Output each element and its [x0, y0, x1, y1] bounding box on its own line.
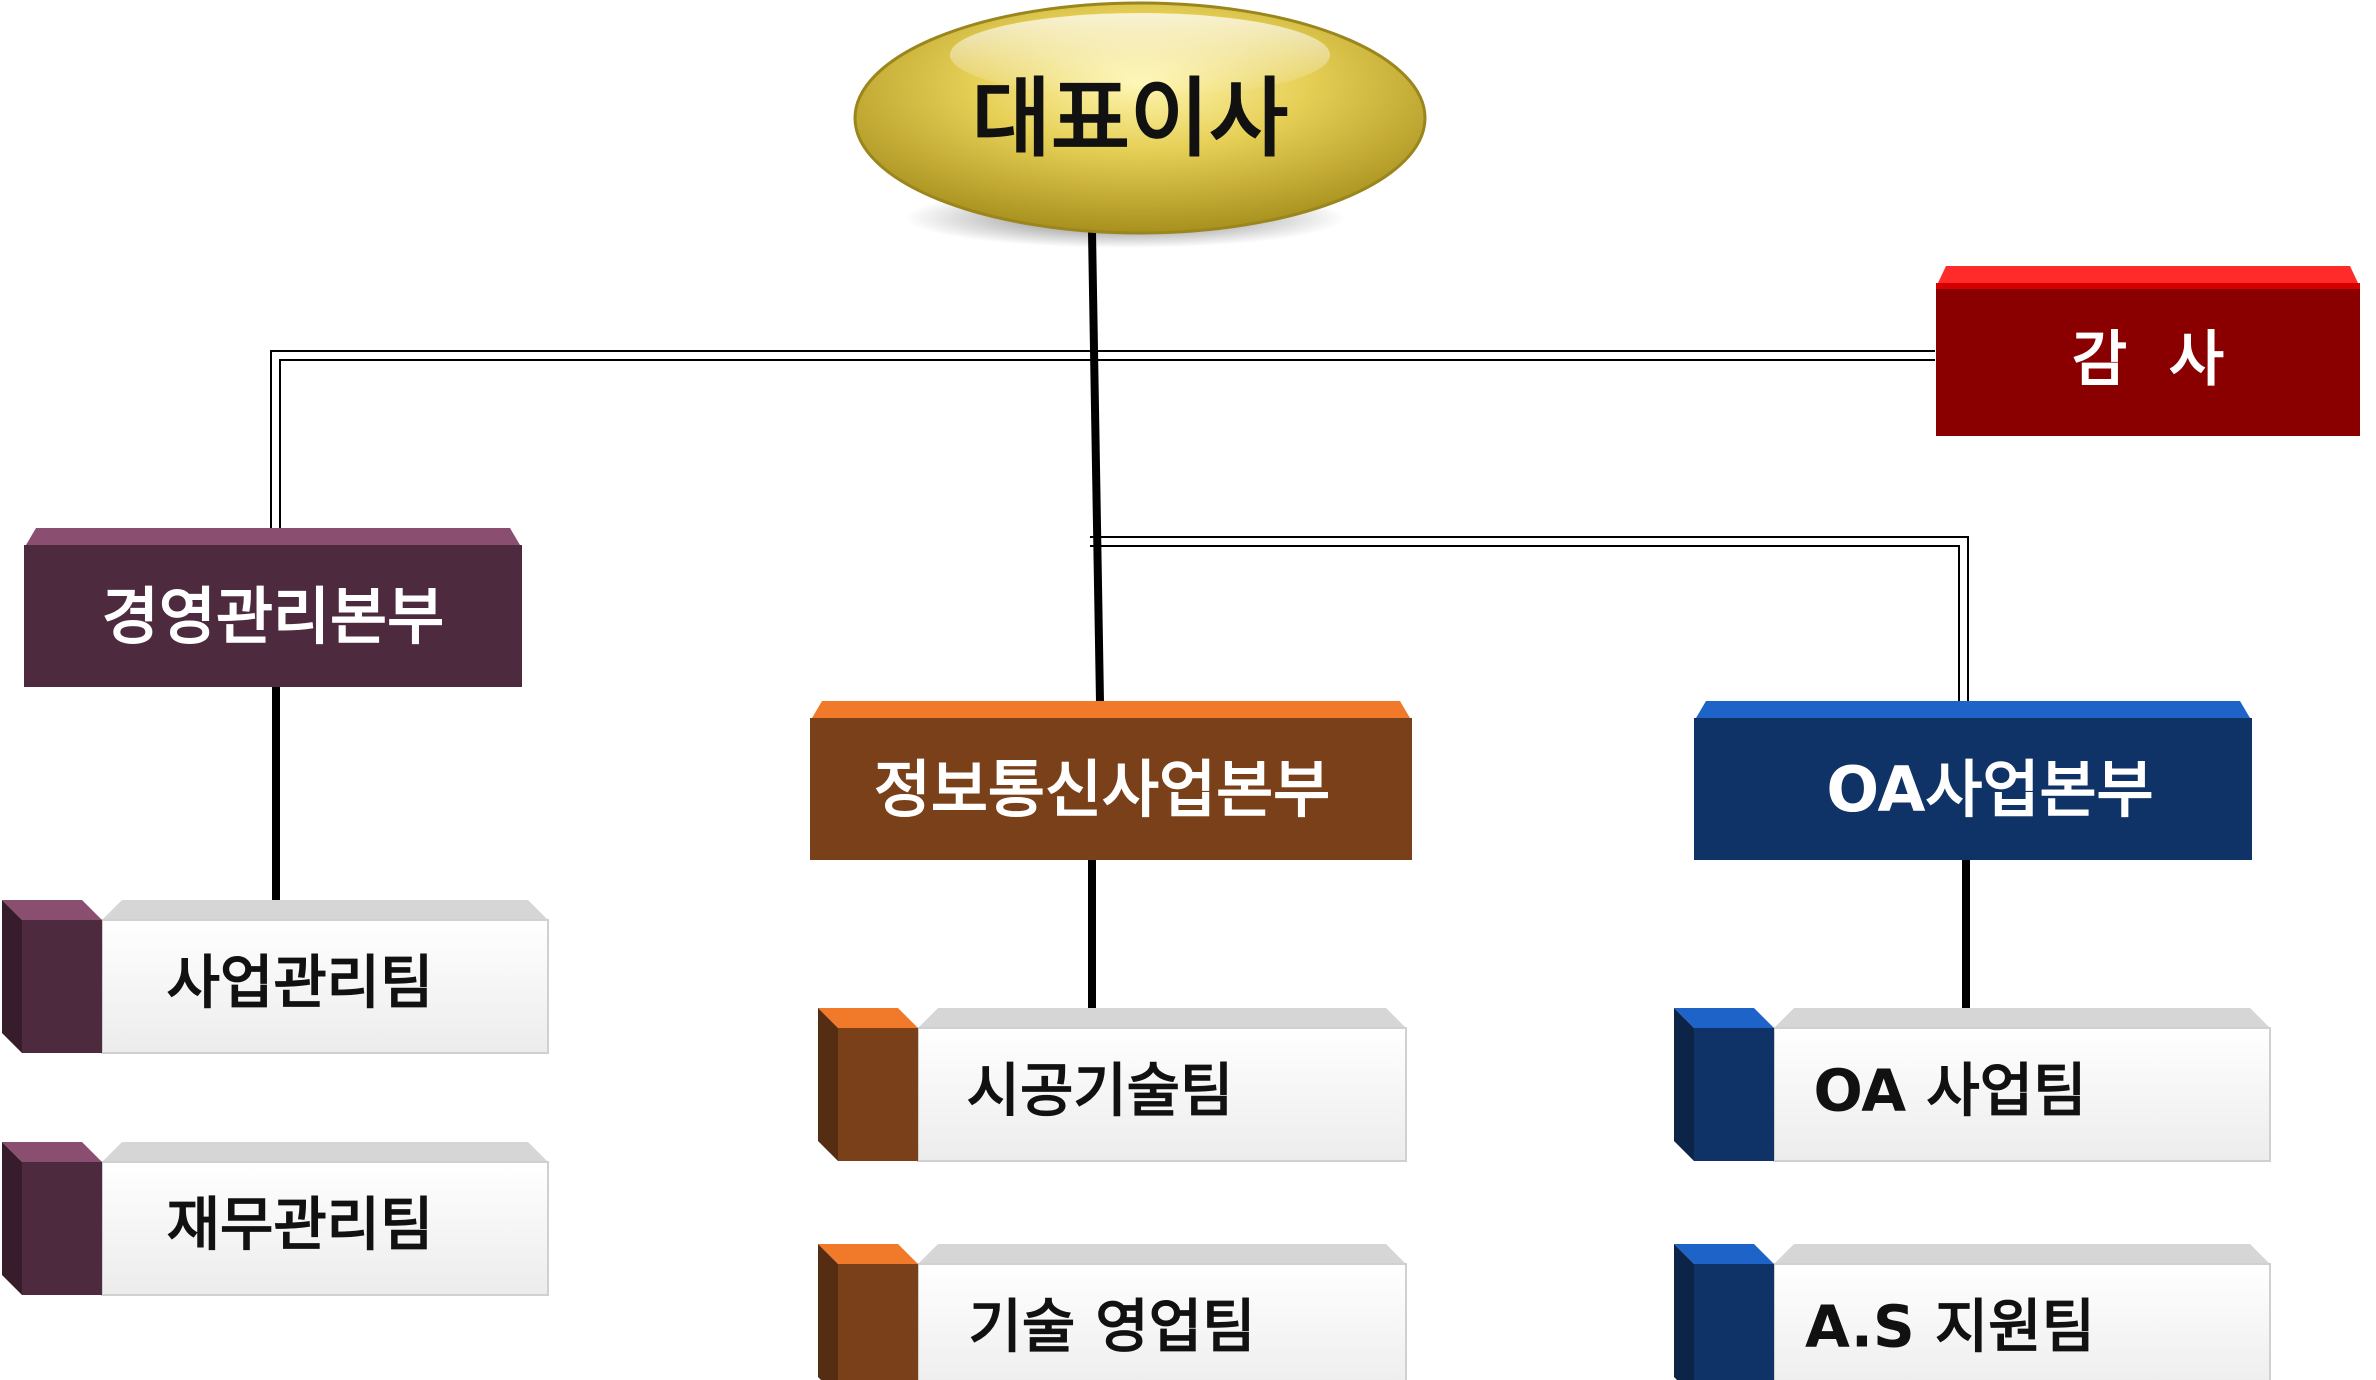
- team-box: [1773, 1263, 2271, 1380]
- team-label: 사업관리팀: [167, 949, 434, 1017]
- audit-box: [1936, 283, 2360, 436]
- team-tab-top: [1674, 1244, 1774, 1264]
- connector-audit-management: [270, 350, 1935, 540]
- team-tab-front: [22, 1162, 102, 1295]
- team-tab-side: [1674, 1008, 1694, 1161]
- team-top-face: [1774, 1008, 2270, 1028]
- team-tab-front: [1694, 1028, 1774, 1161]
- division-oa: OA사업본부: [1694, 701, 2252, 860]
- team-tab-side: [818, 1244, 838, 1380]
- audit-top-line: [1936, 283, 2360, 289]
- team-tab-top: [818, 1244, 918, 1264]
- division-box: [24, 545, 522, 687]
- audit-label: 감 사: [2072, 325, 2224, 395]
- team-box: [917, 1027, 1407, 1162]
- division-box: [1694, 718, 2252, 860]
- team-box: [101, 919, 549, 1054]
- division-bevel: [1696, 701, 2250, 718]
- division-management: 경영관리본부: [24, 528, 522, 687]
- team-node: 재무관리팀: [2, 1142, 549, 1296]
- team-tab-top: [818, 1008, 918, 1028]
- ceo-node: 대표이사: [853, 1, 1427, 248]
- connector-ceo-oa: [1090, 536, 1969, 702]
- team-top-face: [1774, 1244, 2270, 1264]
- ceo-label: 대표이사: [972, 69, 1288, 169]
- team-top-face: [102, 1142, 548, 1162]
- division-bevel: [812, 701, 1410, 718]
- audit-bevel: [1938, 266, 2358, 283]
- team-box: [917, 1263, 1407, 1380]
- team-tab-side: [818, 1008, 838, 1161]
- team-tab-front: [838, 1028, 918, 1161]
- team-tab-front: [22, 920, 102, 1053]
- team-node: 사업관리팀: [2, 900, 549, 1054]
- team-label: OA 사업팀: [1814, 1057, 2087, 1125]
- team-label: 재무관리팀: [167, 1191, 434, 1259]
- team-label: 기술 영업팀: [969, 1293, 1256, 1361]
- team-top-face: [918, 1244, 1406, 1264]
- team-tab-top: [2, 900, 102, 920]
- team-top-face: [102, 900, 548, 920]
- team-label: 시공기술팀: [967, 1057, 1234, 1125]
- team-box: [1773, 1027, 2271, 1162]
- team-tab-side: [2, 1142, 22, 1295]
- team-label: A.S 지원팀: [1805, 1293, 2095, 1361]
- division-label: OA사업본부: [1826, 753, 2153, 826]
- division-infocomm: 정보통신사업본부: [810, 701, 1412, 860]
- team-node: OA 사업팀: [1674, 1008, 2271, 1162]
- team-top-face: [918, 1008, 1406, 1028]
- team-tab-side: [1674, 1244, 1694, 1380]
- team-node: 기술 영업팀: [818, 1244, 1407, 1380]
- connector-ceo-infocomm: [1088, 231, 1104, 703]
- division-bevel: [26, 528, 520, 545]
- team-tab-front: [838, 1264, 918, 1380]
- division-box: [810, 718, 1412, 860]
- team-node: A.S 지원팀: [1674, 1244, 2271, 1380]
- team-box: [101, 1161, 549, 1296]
- team-tab-front: [1694, 1264, 1774, 1380]
- team-tab-side: [2, 900, 22, 1053]
- connectors: [270, 231, 1970, 1028]
- team-node: 시공기술팀: [818, 1008, 1407, 1162]
- team-tab-top: [2, 1142, 102, 1162]
- ceo-shine: [950, 13, 1330, 97]
- audit-node: 감 사: [1936, 266, 2360, 436]
- division-label: 정보통신사업본부: [874, 753, 1330, 826]
- division-label: 경영관리본부: [102, 580, 444, 653]
- team-tab-top: [1674, 1008, 1774, 1028]
